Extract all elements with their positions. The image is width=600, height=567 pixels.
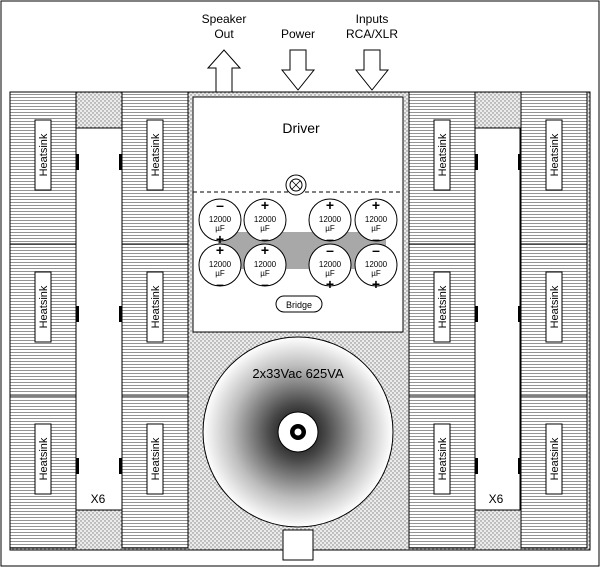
heatsink-label: Heatsink: [437, 285, 449, 328]
capacitor-unit: µF: [371, 269, 381, 278]
toroidal-transformer: [202, 336, 394, 528]
power-label: Power: [281, 27, 315, 41]
power-inlet: [282, 529, 314, 561]
left-multiplier-label: X6: [91, 492, 106, 506]
capacitor-unit: µF: [215, 224, 225, 233]
capacitor-polarity-bottom: –: [261, 276, 269, 292]
heatsink-label: Heatsink: [437, 133, 449, 176]
right-multiplier-label: X6: [489, 492, 504, 506]
capacitor-polarity-bottom: +: [216, 231, 224, 247]
heatsink-label: Heatsink: [38, 285, 50, 328]
driver-label: Driver: [282, 120, 320, 136]
heatsink-9: Heatsink: [408, 395, 478, 549]
bridge-rectifier: Bridge: [275, 295, 323, 313]
heatsink-8: Heatsink: [408, 243, 478, 397]
capacitor-polarity-top: +: [372, 197, 380, 213]
right-channel-gap: [473, 127, 521, 511]
transformer-label: 2x33Vac 625VA: [252, 366, 344, 381]
capacitor-polarity-bottom: –: [372, 231, 380, 247]
capacitor-polarity-bottom: –: [261, 231, 269, 247]
capacitor-polarity-top: +: [261, 242, 269, 258]
heatsink-5: Heatsink: [119, 243, 189, 397]
heatsink-label: Heatsink: [150, 437, 162, 480]
heatsink-12: Heatsink: [518, 395, 588, 549]
heatsink-3: Heatsink: [9, 395, 79, 549]
capacitor-value: 12000: [319, 215, 342, 224]
heatsink-2: Heatsink: [9, 243, 79, 397]
heatsink-11: Heatsink: [518, 243, 588, 397]
capacitor-polarity-top: +: [216, 242, 224, 258]
heatsink-1: Heatsink: [9, 91, 79, 245]
heatsink-label: Heatsink: [549, 437, 561, 480]
capacitor-unit: µF: [325, 269, 335, 278]
driver-connector: [285, 174, 307, 196]
capacitor-polarity-bottom: –: [326, 231, 334, 247]
capacitor-unit: µF: [325, 224, 335, 233]
capacitor-value: 12000: [254, 260, 277, 269]
capacitor-polarity-bottom: +: [372, 276, 380, 292]
capacitor-value: 12000: [209, 215, 232, 224]
heatsink-label: Heatsink: [150, 285, 162, 328]
capacitor-unit: µF: [215, 269, 225, 278]
heatsink-label: Heatsink: [549, 285, 561, 328]
bridge-label: Bridge: [286, 300, 312, 310]
capacitor-unit: µF: [260, 269, 270, 278]
capacitor-polarity-top: –: [216, 197, 224, 213]
left-channel-gap: [75, 127, 123, 511]
capacitor-polarity-top: +: [326, 197, 334, 213]
heatsink-array: HeatsinkHeatsinkHeatsinkHeatsinkHeatsink…: [9, 91, 588, 549]
heatsink-label: Heatsink: [38, 437, 50, 480]
heatsink-label: Heatsink: [38, 133, 50, 176]
capacitor-value: 12000: [365, 260, 388, 269]
heatsink-4: Heatsink: [119, 91, 189, 245]
speaker-out-label: Speaker: [202, 12, 247, 26]
capacitor-polarity-top: –: [372, 242, 380, 258]
capacitor-polarity-top: –: [326, 242, 334, 258]
capacitor-value: 12000: [254, 215, 277, 224]
inputs-label: RCA/XLR: [346, 27, 398, 41]
heatsink-10: Heatsink: [518, 91, 588, 245]
capacitor-polarity-top: +: [261, 197, 269, 213]
capacitor-bank: –12000µF++12000µF–+12000µF–+12000µF–+120…: [198, 197, 398, 292]
capacitor-unit: µF: [371, 224, 381, 233]
speaker-out-label: Out: [214, 27, 234, 41]
capacitor-value: 12000: [319, 260, 342, 269]
capacitor-polarity-bottom: –: [216, 276, 224, 292]
heatsink-label: Heatsink: [150, 133, 162, 176]
heatsink-label: Heatsink: [437, 437, 449, 480]
capacitor-unit: µF: [260, 224, 270, 233]
capacitor-polarity-bottom: +: [326, 276, 334, 292]
power-arrow: Power: [280, 27, 316, 91]
heatsink-label: Heatsink: [549, 133, 561, 176]
capacitor-value: 12000: [365, 215, 388, 224]
capacitor-value: 12000: [209, 260, 232, 269]
heatsink-6: Heatsink: [119, 395, 189, 549]
inputs-label: Inputs: [356, 12, 389, 26]
heatsink-7: Heatsink: [408, 91, 478, 245]
